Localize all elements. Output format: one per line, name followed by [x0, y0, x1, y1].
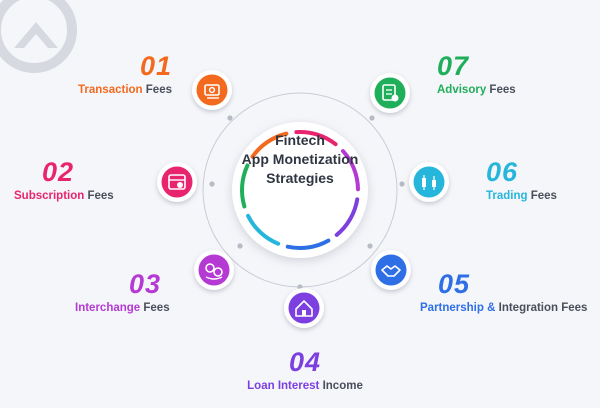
strategy-label-rest: Integration Fees	[498, 302, 588, 314]
strategy-03: 03 Interchange Fees	[75, 270, 170, 315]
strategy-number: 07	[437, 51, 470, 81]
strategy-label-rest: Fees	[489, 84, 516, 96]
ring-dot	[209, 181, 215, 187]
strategy-label-rest: Fees	[143, 302, 170, 314]
trading-chart-icon	[409, 162, 449, 202]
strategy-label: Advisory Fees	[437, 83, 516, 97]
center-arc-segment	[240, 163, 250, 209]
center-title-line-1: Fintech	[275, 132, 325, 148]
strategy-label: Partnership & Integration Fees	[420, 301, 587, 315]
strategy-04: 04 Loan Interest Income	[230, 348, 380, 393]
strategy-label-highlight: Loan Interest	[247, 380, 320, 392]
money-stack-icon	[192, 70, 232, 110]
calendar-dollar-icon	[157, 162, 197, 202]
ring-dot	[237, 243, 243, 249]
center-disc	[232, 122, 368, 258]
strategy-01: 01 Transaction Fees	[78, 52, 172, 97]
strategy-label: Subscription Fees	[14, 189, 114, 203]
ring-dots	[209, 115, 405, 290]
center-title-line-3: Strategies	[266, 170, 334, 186]
ring-dot	[369, 115, 375, 121]
strategy-number: 04	[288, 347, 322, 377]
strategy-number: 02	[42, 157, 75, 187]
strategy-label: Transaction Fees	[78, 83, 172, 97]
strategy-07: 07 Advisory Fees	[437, 52, 516, 97]
center-arc-segments	[240, 130, 360, 250]
strategy-label: Interchange Fees	[75, 301, 170, 315]
strategy-label-rest: Fees	[530, 190, 557, 202]
brand-logo	[0, 0, 77, 73]
center-title-line-2: App Monetization	[241, 151, 359, 167]
center-arc-segment	[246, 213, 281, 246]
house-growth-icon	[284, 288, 324, 328]
ring-dot	[367, 243, 373, 249]
ring-dot	[227, 115, 233, 121]
strategy-number: 01	[139, 51, 172, 81]
strategy-label-highlight: Transaction	[78, 84, 143, 96]
center-arc-segment	[341, 149, 360, 192]
strategy-number: 03	[129, 269, 162, 299]
strategy-icons	[157, 70, 449, 328]
center-arc-segment	[285, 238, 331, 250]
strategy-label-highlight: Advisory	[437, 84, 487, 96]
strategy-label: Trading Fees	[486, 189, 557, 203]
strategy-number: 06	[486, 157, 519, 187]
center-arc-segment	[250, 131, 289, 159]
strategy-06: 06 Trading Fees	[486, 158, 557, 203]
currency-exchange-icon	[194, 250, 234, 290]
strategy-label-highlight: Trading	[486, 190, 528, 202]
ring-dot	[399, 181, 405, 187]
strategy-label-highlight: Partnership &	[420, 302, 496, 314]
strategy-label-highlight: Subscription	[14, 190, 85, 202]
center-arc-segment	[294, 130, 338, 147]
handshake-icon	[371, 250, 411, 290]
strategy-number: 05	[438, 269, 471, 299]
strategy-05: 05 Partnership & Integration Fees	[420, 270, 587, 315]
strategy-label-highlight: Interchange	[75, 302, 141, 314]
strategy-label-rest: Income	[322, 380, 363, 392]
strategy-02: 02 Subscription Fees	[14, 158, 114, 203]
center-arc-segment	[334, 197, 360, 237]
strategy-label-rest: Fees	[145, 84, 172, 96]
center-title: Fintech App Monetization Strategies	[233, 131, 367, 188]
advisory-document-icon	[370, 73, 410, 113]
strategy-label: Loan Interest Income	[230, 379, 380, 393]
strategy-label-rest: Fees	[87, 190, 114, 202]
